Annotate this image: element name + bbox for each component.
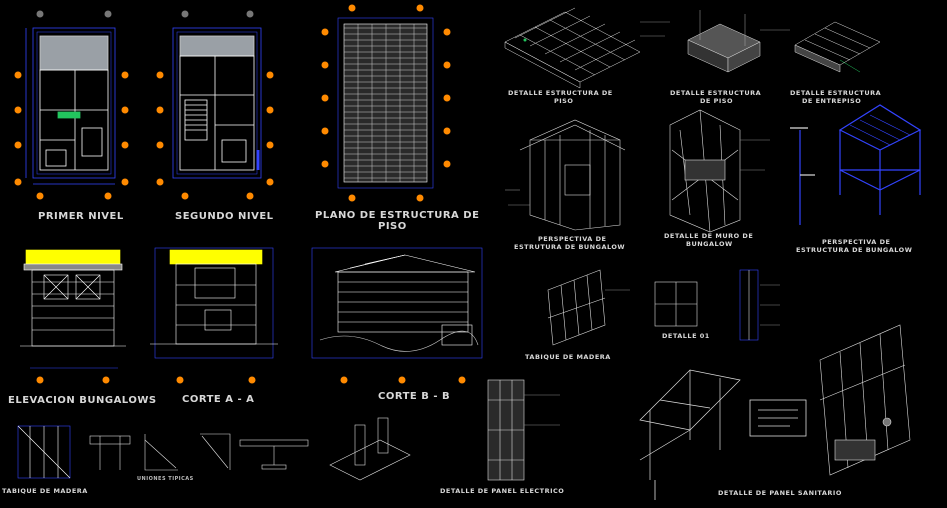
label-tabique-madera-top: TABIQUE DE MADERA [525, 353, 611, 361]
label-perspectiva-bungalow-2: ESTRUCTURA DE BUNGALOW [796, 246, 913, 254]
label-detalle-piso-b-2: DE PISO [700, 97, 733, 105]
segundo-nivel-plan [172, 27, 262, 179]
plano-estructura-piso [337, 17, 434, 189]
primer-nivel-plan [25, 27, 116, 185]
detalle-estructura-entrepiso [794, 21, 881, 73]
elevacion-axis-markers [36, 376, 110, 384]
tabique-madera-2d [17, 425, 71, 479]
panel-sanitario [819, 324, 911, 476]
segundo-nivel-axis-markers [156, 10, 274, 200]
label-detalle-piso-a-2: PISO [554, 97, 574, 105]
primer-nivel-axis-markers [14, 10, 129, 200]
detalle-estructura-piso-a [504, 7, 670, 89]
detalle-01 [654, 269, 780, 341]
panel-electrico [487, 379, 560, 481]
tabique-madera-3d [547, 269, 630, 346]
label-perspectiva-estructura-2: ESTRUTURA DE BUNGALOW [514, 243, 626, 251]
perspectiva-bungalow [790, 104, 922, 225]
floor-joist-grid [344, 24, 427, 182]
label-detalle-piso-b-1: DETALLE ESTRUCTURA [670, 89, 762, 97]
perspectiva-estructura [505, 119, 626, 231]
label-detalle-entrepiso-2: DE ENTREPISO [802, 97, 862, 105]
corte-a-a [150, 247, 278, 359]
label-panel-sanitario: DETALLE DE PANEL SANITARIO [718, 489, 842, 497]
label-panel-electrico: DETALLE DE PANEL ELECTRICO [440, 487, 565, 495]
uniones-tipicas [89, 433, 309, 471]
detalle-muro-bungalow [669, 109, 770, 233]
label-primer-nivel: PRIMER NIVEL [38, 211, 124, 222]
label-uniones-tipicas: UNIONES TIPICAS [137, 476, 194, 482]
elevacion-bungalows [20, 249, 126, 369]
label-perspectiva-bungalow-1: PERSPECTIVA DE [822, 238, 891, 246]
corte-b-b [311, 247, 483, 359]
label-corte-a: CORTE A - A [182, 394, 255, 405]
label-detalle-muro-2: BUNGALOW [686, 240, 733, 248]
label-detalle-muro-1: DETALLE DE MURO DE [664, 232, 754, 240]
label-detalle-01: DETALLE 01 [662, 332, 710, 340]
corte-b-axis-markers [340, 376, 466, 384]
label-plano-estructura-2: PISO [378, 221, 407, 232]
plano-estructura-axis-markers [321, 4, 451, 202]
label-segundo-nivel: SEGUNDO NIVEL [175, 211, 274, 222]
label-detalle-piso-a-1: DETALLE ESTRUCTURA DE [508, 89, 613, 97]
wood-joint-3d [329, 417, 411, 481]
corte-a-axis-markers [176, 376, 256, 384]
detalle-estructura-piso-b [687, 10, 790, 73]
label-tabique-madera-bottom: TABIQUE DE MADERA [2, 487, 88, 495]
label-corte-b: CORTE B - B [378, 391, 451, 402]
panel-3d-frame [639, 369, 741, 500]
label-detalle-entrepiso-1: DETALLE ESTRUCTURA [790, 89, 882, 97]
title-block [749, 399, 807, 437]
label-perspectiva-estructura-1: PERSPECTIVA DE [538, 235, 607, 243]
label-plano-estructura-1: PLANO DE ESTRUCTURA DE [315, 210, 480, 221]
label-elevacion: ELEVACION BUNGALOWS [8, 395, 157, 406]
